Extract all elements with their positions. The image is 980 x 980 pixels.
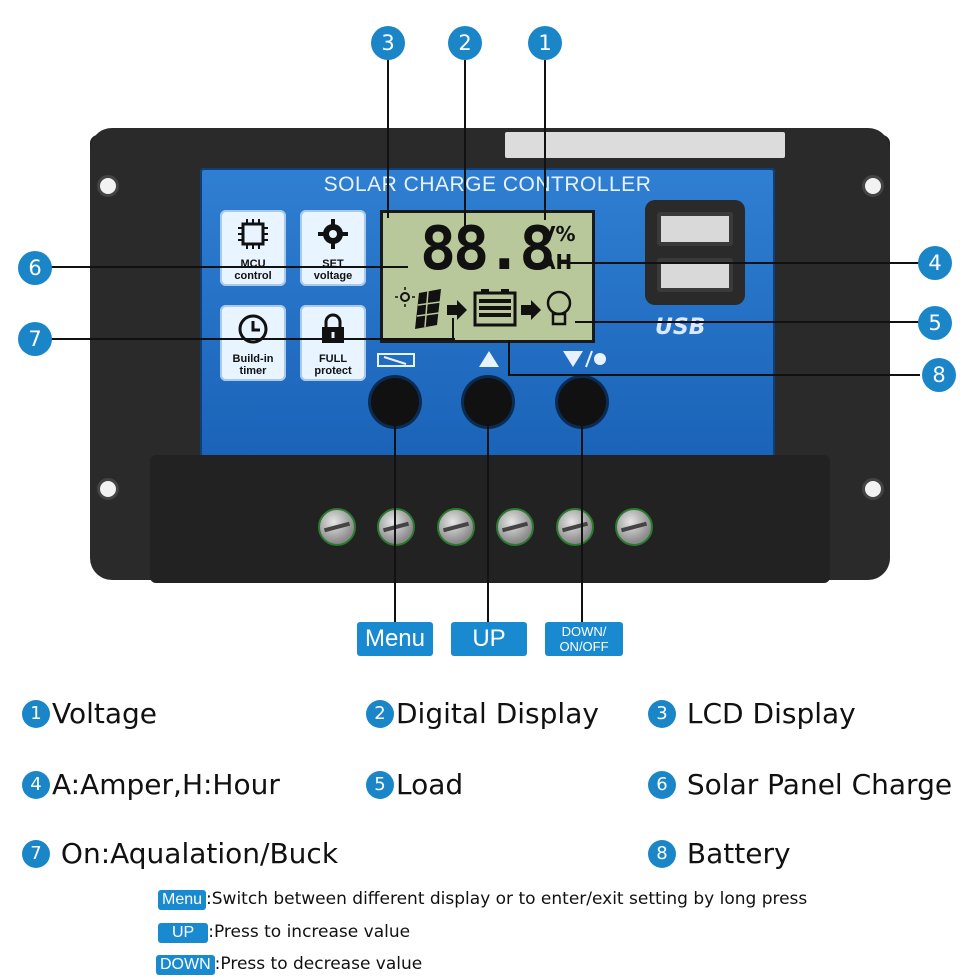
- tile-build-in-timer: Build-in timer: [220, 305, 286, 381]
- mounting-hole: [97, 478, 119, 500]
- callout-8: 8: [922, 358, 956, 392]
- callout-1: 1: [528, 26, 562, 60]
- menu-tag: Menu: [357, 622, 433, 656]
- lcd-unit-top: V%: [540, 222, 576, 246]
- lcd-status-icons: [395, 287, 572, 329]
- legend-item-6: 6 Solar Panel Charge: [648, 768, 952, 801]
- leader-line: [487, 425, 489, 625]
- menu-button[interactable]: [371, 378, 419, 426]
- leader-line: [394, 425, 396, 625]
- tile-mcu-control: MCU control: [220, 210, 286, 286]
- gear-icon: [318, 219, 348, 249]
- down-onoff-tag: DOWN/ ON/OFF: [545, 622, 623, 656]
- menu-symbol-icon: [377, 353, 415, 367]
- mounting-hole: [862, 478, 884, 500]
- arrow-icon: [521, 300, 541, 320]
- tile-label: FULL protect: [314, 353, 352, 377]
- up-button[interactable]: [464, 378, 512, 426]
- terminal-screw[interactable]: [318, 508, 356, 546]
- tile-label: SET voltage: [313, 258, 353, 282]
- mounting-hole: [97, 175, 119, 197]
- solar-panel-icon: [415, 289, 441, 329]
- panel-title: SOLAR CHARGE CONTROLLER: [323, 173, 652, 196]
- clock-icon: [238, 314, 268, 344]
- terminal-screw[interactable]: [377, 508, 415, 546]
- leader-line: [508, 374, 920, 376]
- legend-item-8: 8 Battery: [648, 837, 791, 870]
- leader-line: [464, 60, 466, 232]
- leader-line: [50, 338, 455, 340]
- leader-line: [387, 60, 389, 218]
- lcd-display: [380, 210, 595, 343]
- tile-label: Build-in timer: [232, 353, 274, 377]
- callout-7: 7: [18, 322, 52, 356]
- leader-line: [508, 340, 510, 374]
- arrow-icon: [447, 300, 467, 320]
- tile-label: MCU control: [234, 258, 272, 282]
- bulb-icon: [546, 290, 572, 326]
- note-up: UP:Press to increase value: [158, 922, 410, 943]
- leader-line: [581, 425, 583, 625]
- lcd-digits: 88.8: [420, 214, 555, 284]
- leader-line: [452, 318, 454, 340]
- usb-port[interactable]: [657, 212, 733, 246]
- terminal-screw[interactable]: [496, 508, 534, 546]
- legend-item-3: 3 LCD Display: [648, 697, 856, 730]
- leader-line: [560, 262, 920, 264]
- callout-5: 5: [918, 306, 952, 340]
- tile-set-voltage: SET voltage: [300, 210, 366, 286]
- lock-icon: [322, 313, 344, 343]
- callout-2: 2: [448, 26, 482, 60]
- spec-sticker: [505, 132, 785, 158]
- chip-icon: [238, 219, 268, 249]
- terminal-block: [150, 455, 830, 583]
- up-arrow-icon: [479, 351, 499, 367]
- legend-item-7: 7 On:Aqualation/Buck: [22, 837, 338, 870]
- up-tag: UP: [451, 622, 527, 656]
- callout-6: 6: [18, 251, 52, 285]
- terminal-screw[interactable]: [437, 508, 475, 546]
- tile-full-protect: FULL protect: [300, 305, 366, 381]
- callout-4: 4: [918, 246, 952, 280]
- leader-line: [544, 60, 546, 220]
- note-down: DOWN:Press to decrease value: [156, 954, 422, 975]
- leader-line: [575, 321, 920, 323]
- sun-icon: [395, 287, 415, 307]
- usb-label: USB: [655, 315, 706, 340]
- mounting-hole: [862, 175, 884, 197]
- note-menu: Menu:Switch between different display or…: [158, 889, 807, 910]
- down-onoff-icon: [563, 350, 606, 368]
- callout-3: 3: [371, 26, 405, 60]
- down-button[interactable]: [558, 378, 606, 426]
- terminal-screw[interactable]: [615, 508, 653, 546]
- leader-line: [50, 266, 408, 268]
- battery-icon: [473, 289, 517, 327]
- terminal-screw[interactable]: [556, 508, 594, 546]
